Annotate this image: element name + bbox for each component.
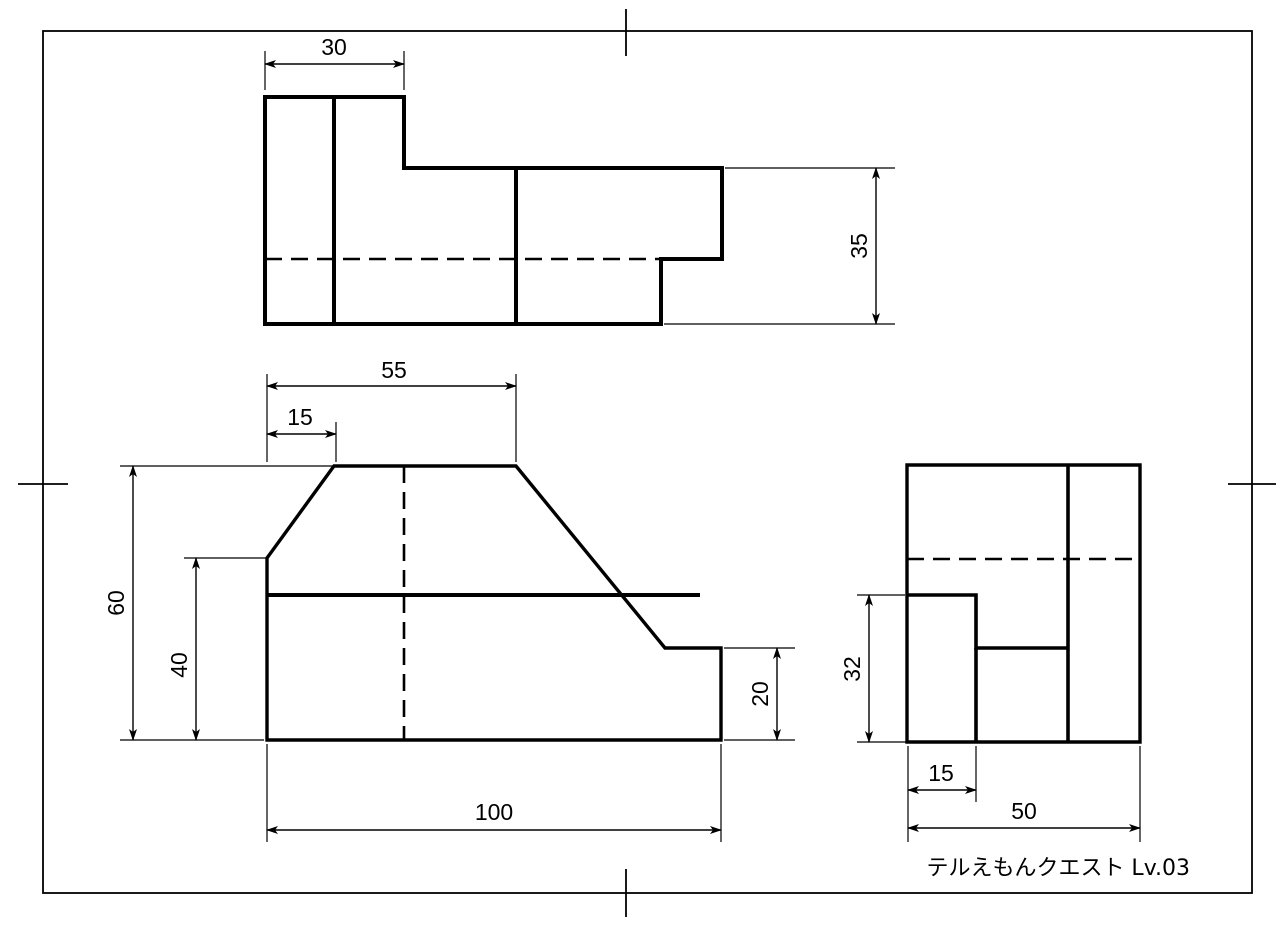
dim-label-60: 60 <box>103 590 129 616</box>
dim-label-100: 100 <box>475 799 513 825</box>
dim-label-32: 32 <box>839 656 865 682</box>
dim-label-15-front: 15 <box>287 404 313 430</box>
front-view-outline <box>265 464 723 742</box>
side-view: 32 15 50 <box>839 463 1142 842</box>
side-view-notch <box>907 593 1068 650</box>
front-view: 55 15 60 40 20 100 <box>103 357 795 842</box>
side-view-outline <box>905 463 1142 744</box>
title-block-label: テルえもんクエスト Lv.03 <box>926 856 1190 881</box>
dim-label-35: 35 <box>846 233 872 259</box>
dim-label-55: 55 <box>381 357 407 383</box>
dim-label-40: 40 <box>166 652 192 678</box>
dim-label-15-side: 15 <box>928 760 954 786</box>
top-view-outline <box>263 95 724 326</box>
dim-label-50: 50 <box>1011 798 1037 824</box>
drawing-frame <box>42 30 1253 894</box>
top-view: 30 35 <box>263 34 895 326</box>
dim-label-20: 20 <box>747 681 773 707</box>
dim-label-30: 30 <box>321 34 347 60</box>
